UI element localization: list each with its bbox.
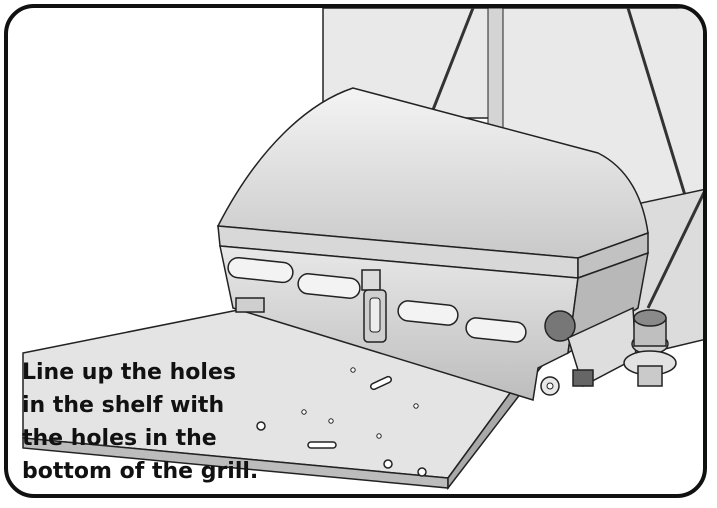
- shelf-hole: [301, 409, 307, 415]
- shelf-hole: [383, 459, 393, 469]
- caption-line: in the shelf with: [22, 393, 225, 418]
- gas-regulator: [623, 309, 677, 387]
- shelf-slot-hole: [307, 441, 337, 449]
- shelf-hole: [413, 403, 419, 409]
- caption-line: bottom of the grill.: [22, 459, 259, 484]
- shelf-hole: [376, 433, 382, 439]
- grill-foot: [235, 297, 265, 313]
- shelf-hole: [256, 421, 266, 431]
- shelf-hole: [350, 367, 356, 373]
- control-knob: [544, 310, 576, 342]
- grill: [216, 87, 649, 401]
- shelf-hole: [328, 418, 334, 424]
- shelf-slot-hole: [369, 375, 393, 391]
- diagram-frame: Line up the holes in the shelf with the …: [4, 4, 707, 498]
- firebox-vent: [397, 300, 459, 326]
- burner-control: [540, 306, 677, 396]
- grill-shelf-illustration: [22, 8, 703, 491]
- shelf-hole: [417, 467, 427, 477]
- lid-latch: [361, 269, 387, 343]
- firebox-vent: [465, 317, 527, 343]
- instruction-caption: Line up the holes in the shelf with the …: [22, 356, 322, 488]
- caption-line: the holes in the: [22, 426, 217, 451]
- caption-line: Line up the holes: [22, 360, 236, 385]
- firebox-vent: [297, 273, 361, 299]
- firebox-vent: [227, 256, 294, 284]
